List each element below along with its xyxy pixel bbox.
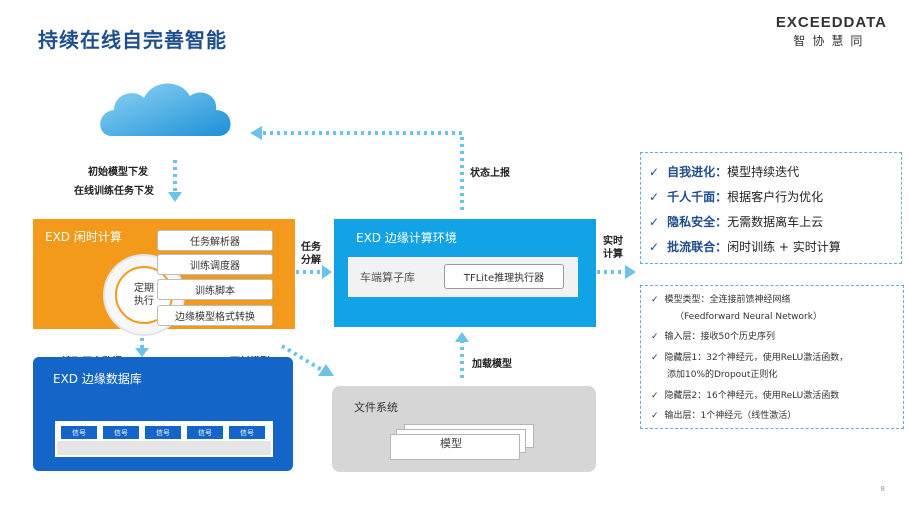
signal-header: 信号 xyxy=(60,425,98,440)
cloud-icon xyxy=(100,83,231,136)
edge-db-box: EXD 边缘数据库 信号 信号 信号 信号 信号 xyxy=(33,357,293,471)
signal-header: 信号 xyxy=(186,425,224,440)
edge-env-inner: 车端算子库 TFLite推理执行器 xyxy=(348,257,578,297)
label-realtime-2: 计算 xyxy=(603,249,623,260)
model-spec-panel: ✓ 模型类型：全连接前馈神经网络 （Feedforward Neural Netw… xyxy=(640,285,904,429)
spec-text: 隐藏层2：16个神经元，使用ReLU激活函数 xyxy=(664,391,840,401)
edge-env-title: EXD 边缘计算环境 xyxy=(356,231,457,245)
model-convert-item: 边缘模型格式转换 xyxy=(157,305,273,326)
label-init-model: 初始模型下发 xyxy=(88,167,148,178)
train-scheduler-item: 训练调度器 xyxy=(157,254,273,275)
feature-row: ✓ 隐私安全：无需数据离车上云 xyxy=(649,213,823,230)
spec-row: ✓ 隐藏层1：32个神经元，使用ReLU激活函数， xyxy=(651,350,848,363)
feature-row: ✓ 千人千面：根据客户行为优化 xyxy=(649,188,823,205)
feature-text: 无需数据离车上云 xyxy=(727,215,824,229)
feature-bold: 隐私安全： xyxy=(667,215,728,229)
spec-text: 输出层：1个神经元（线性激活） xyxy=(664,411,797,421)
check-icon: ✓ xyxy=(649,190,660,204)
feature-bold: 批流联合： xyxy=(667,240,728,254)
train-script-item: 训练脚本 xyxy=(157,279,273,300)
spec-row: 添加10%的Dropout正则化 xyxy=(667,367,777,380)
edge-db-title: EXD 边缘数据库 xyxy=(53,372,142,386)
model-page-front xyxy=(390,434,520,460)
logo-text-en: EXCEEDDATA xyxy=(775,14,887,31)
spec-text: 添加10%的Dropout正则化 xyxy=(667,370,778,380)
logo-text-cn: 智协慧同 xyxy=(793,34,870,48)
spec-row: ✓ 输出层：1个神经元（线性激活） xyxy=(651,408,796,421)
signal-header: 信号 xyxy=(228,425,266,440)
circle-line-1: 定期 xyxy=(134,283,154,294)
tflite-executor: TFLite推理执行器 xyxy=(444,264,564,289)
label-realtime-1: 实时 xyxy=(603,236,623,247)
check-icon: ✓ xyxy=(649,215,660,229)
label-realtime: 实时 计算 xyxy=(603,235,623,261)
label-online-train: 在线训练任务下发 xyxy=(74,186,154,197)
spec-text: 隐藏层1：32个神经元，使用ReLU激活函数， xyxy=(664,353,849,363)
label-task-split-1: 任务 xyxy=(301,242,321,253)
label-task-split-2: 分解 xyxy=(301,255,321,266)
spec-row: ✓ 隐藏层2：16个神经元，使用ReLU激活函数 xyxy=(651,388,839,401)
company-logo: EXCEEDDATA 智协慧同 xyxy=(776,14,887,49)
filesystem-box: 文件系统 模型 xyxy=(332,386,596,472)
operator-lib-label: 车端算子库 xyxy=(360,271,415,284)
feature-bold: 自我进化： xyxy=(667,165,728,179)
signal-row xyxy=(57,441,271,455)
spec-row: ✓ 模型类型：全连接前馈神经网络 xyxy=(651,292,791,305)
signal-header: 信号 xyxy=(102,425,140,440)
label-task-split: 任务 分解 xyxy=(301,241,321,267)
check-icon: ✓ xyxy=(651,353,659,363)
feature-text: 根据客户行为优化 xyxy=(727,190,824,204)
check-icon: ✓ xyxy=(651,295,659,305)
task-parser-item: 任务解析器 xyxy=(157,230,273,251)
spec-row: ✓ 输入层：接收50个历史序列 xyxy=(651,329,775,342)
page-title: 持续在线自完善智能 xyxy=(38,28,227,52)
check-icon: ✓ xyxy=(651,332,659,342)
spec-text: （Feedforward Neural Network） xyxy=(675,312,822,322)
label-status-report: 状态上报 xyxy=(470,168,510,179)
spec-text: 模型类型：全连接前馈神经网络 xyxy=(664,295,791,305)
feature-row: ✓ 自我进化：模型持续迭代 xyxy=(649,163,799,180)
arrow-diag-update xyxy=(280,344,324,372)
spec-text: 输入层：接收50个历史序列 xyxy=(664,332,775,342)
feature-text: 闲时训练 + 实时计算 xyxy=(727,240,841,254)
idle-compute-box: EXD 闲时计算 定期 执行 任务解析器 训练调度器 训练脚本 边缘模型格式转换 xyxy=(33,219,295,336)
features-panel: ✓ 自我进化：模型持续迭代 ✓ 千人千面：根据客户行为优化 ✓ 隐私安全：无需数据离车… xyxy=(640,152,902,264)
spec-row: （Feedforward Neural Network） xyxy=(675,309,822,322)
check-icon: ✓ xyxy=(649,240,660,254)
feature-row: ✓ 批流联合：闲时训练 + 实时计算 xyxy=(649,238,841,255)
check-icon: ✓ xyxy=(649,165,660,179)
feature-text: 模型持续迭代 xyxy=(727,165,800,179)
filesystem-title: 文件系统 xyxy=(354,401,398,414)
circle-line-2: 执行 xyxy=(134,296,154,307)
page-number: 8 xyxy=(880,485,885,493)
check-icon: ✓ xyxy=(651,411,659,421)
signal-table: 信号 信号 信号 信号 信号 xyxy=(55,421,273,457)
signal-header: 信号 xyxy=(144,425,182,440)
check-icon: ✓ xyxy=(651,391,659,401)
edge-env-box: EXD 边缘计算环境 车端算子库 TFLite推理执行器 xyxy=(334,219,596,327)
model-label: 模型 xyxy=(440,437,462,450)
label-load-model: 加载模型 xyxy=(472,359,512,370)
feature-bold: 千人千面： xyxy=(667,190,728,204)
idle-compute-title: EXD 闲时计算 xyxy=(45,230,122,244)
